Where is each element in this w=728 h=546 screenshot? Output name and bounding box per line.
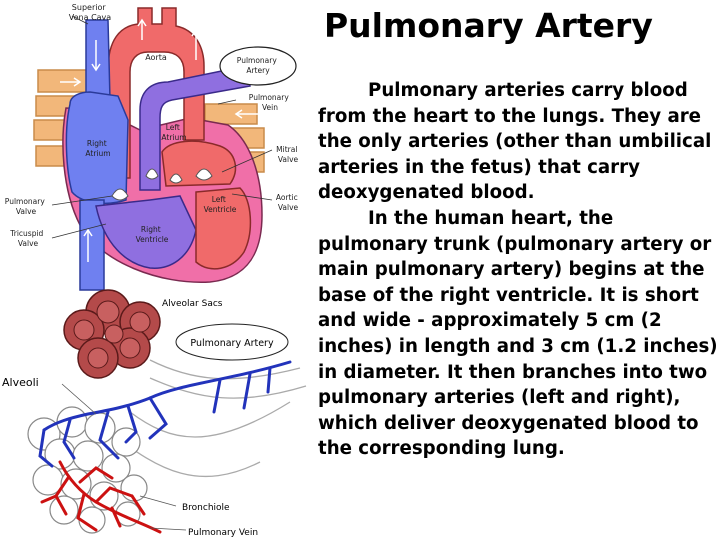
label-aortic-valve-1: Aortic (276, 193, 298, 202)
label-aortic-valve-2: Valve (278, 203, 299, 212)
paragraph-2: In the human heart, the pulmonary trunk … (318, 207, 718, 460)
heart-diagram: Superior Vena Cava Aorta Pulmonary Arter… (5, 3, 300, 291)
label-right-atrium-1: Right (87, 139, 107, 148)
svg-text:Right Ventricle: Right Ventricle (136, 225, 169, 244)
svg-text:Right Atrium: Right Atrium (85, 139, 110, 158)
pulmonary-artery-trunk (139, 65, 251, 191)
svg-text:Left Atrium: Left Atrium (161, 123, 186, 142)
label-right-ventricle-2: Ventricle (136, 235, 169, 244)
alveoli-cluster (27, 406, 148, 534)
label-tricuspid-valve-2: Valve (18, 239, 39, 248)
slide-title: Pulmonary Artery (324, 6, 653, 45)
label-left-ventricle-2: Ventricle (204, 205, 237, 214)
label-alveoli: Alveoli (2, 376, 39, 389)
svg-text:Aortic Valve: Aortic Valve (276, 193, 300, 212)
bronchiole-outline (109, 359, 307, 478)
svg-text:Pulmonary Valve: Pulmonary Valve (5, 197, 47, 216)
label-left-atrium-1: Left (166, 123, 180, 132)
alveoli-diagram: Alveolar Sacs Pulmonary Artery Alveoli B… (2, 289, 307, 538)
label-mitral-valve-1: Mitral (276, 145, 297, 154)
heart-valves (111, 168, 213, 201)
label-lung-pulmonary-vein: Pulmonary Vein (188, 528, 258, 538)
svg-text:Superior Vena Cava: Superior Vena Cava (69, 3, 112, 22)
left-atrium (161, 140, 237, 187)
label-left-atrium-2: Atrium (161, 133, 186, 142)
flow-arrows (60, 18, 262, 262)
label-right-ventricle-1: Right (141, 225, 161, 234)
superior-vena-cava (85, 19, 111, 101)
label-pulmonary-vein-2: Vein (262, 103, 278, 112)
svg-text:Tricuspid Valve: Tricuspid Valve (9, 229, 45, 248)
label-mitral-valve-2: Valve (278, 155, 299, 164)
heart-label-lines (51, 15, 273, 239)
label-pulmonary-valve-2: Valve (16, 207, 37, 216)
label-bronchiole: Bronchiole (182, 503, 230, 513)
pulmonary-artery-lung-label-ring (175, 323, 289, 361)
label-pulmonary-artery-2: Artery (246, 66, 270, 75)
label-alveolar-sacs: Alveolar Sacs (162, 299, 223, 309)
label-superior-vena-cava-2: Vena Cava (69, 13, 112, 22)
label-right-atrium-2: Atrium (85, 149, 110, 158)
blue-capillaries (38, 360, 292, 468)
paragraph-1: Pulmonary arteries carry blood from the … (318, 80, 712, 204)
label-lung-pulmonary-artery: Pulmonary Artery (190, 338, 274, 349)
pulmonary-artery-label-ring (219, 46, 297, 86)
label-tricuspid-valve-1: Tricuspid (9, 229, 43, 238)
right-ventricle (95, 195, 197, 269)
svg-text:Mitral Valve: Mitral Valve (276, 145, 300, 164)
red-capillaries (40, 460, 162, 534)
slide-body: Pulmonary arteries carry blood from the … (318, 78, 724, 462)
label-aorta: Aorta (145, 53, 167, 62)
label-superior-vena-cava-1: Superior (72, 3, 107, 12)
label-left-ventricle-1: Left (212, 195, 226, 204)
label-pulmonary-vein-1: Pulmonary (249, 93, 290, 102)
label-pulmonary-valve-1: Pulmonary (5, 197, 46, 206)
left-ventricle (195, 187, 252, 270)
svg-text:Left Ventricle: Left Ventricle (204, 195, 237, 214)
label-pulmonary-artery-1: Pulmonary (237, 56, 278, 65)
aorta (107, 7, 205, 179)
lung-label-lines (61, 383, 187, 531)
svg-text:Pulmonary Artery: Pulmonary Artery (237, 56, 279, 75)
alveolar-sac-inner (73, 300, 151, 369)
svg-text:Pulmonary Vein: Pulmonary Vein (249, 93, 291, 112)
